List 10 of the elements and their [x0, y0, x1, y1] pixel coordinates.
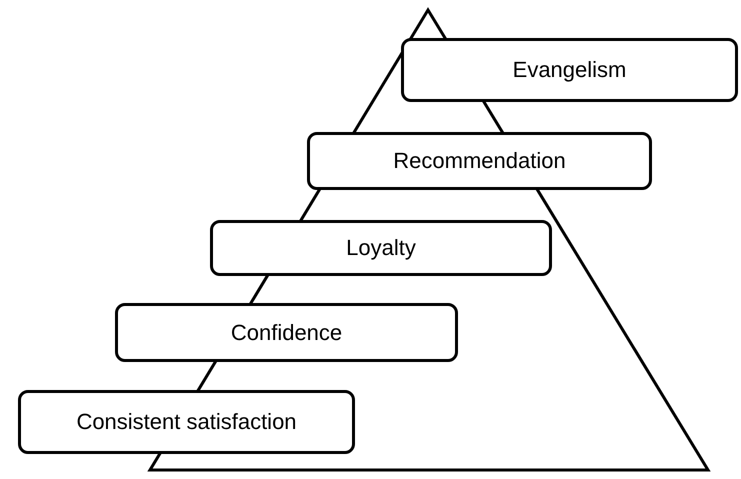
level-box	[210, 220, 552, 276]
level-label: Consistent satisfaction	[76, 409, 297, 435]
level-box	[401, 38, 738, 102]
level-label: Confidence	[230, 320, 342, 346]
level-box	[307, 132, 652, 190]
level-box	[115, 303, 458, 362]
level-box	[18, 390, 355, 454]
level-label: Recommendation	[393, 148, 566, 174]
level-label: Loyalty	[346, 235, 416, 261]
level-label: Evangelism	[512, 57, 626, 83]
